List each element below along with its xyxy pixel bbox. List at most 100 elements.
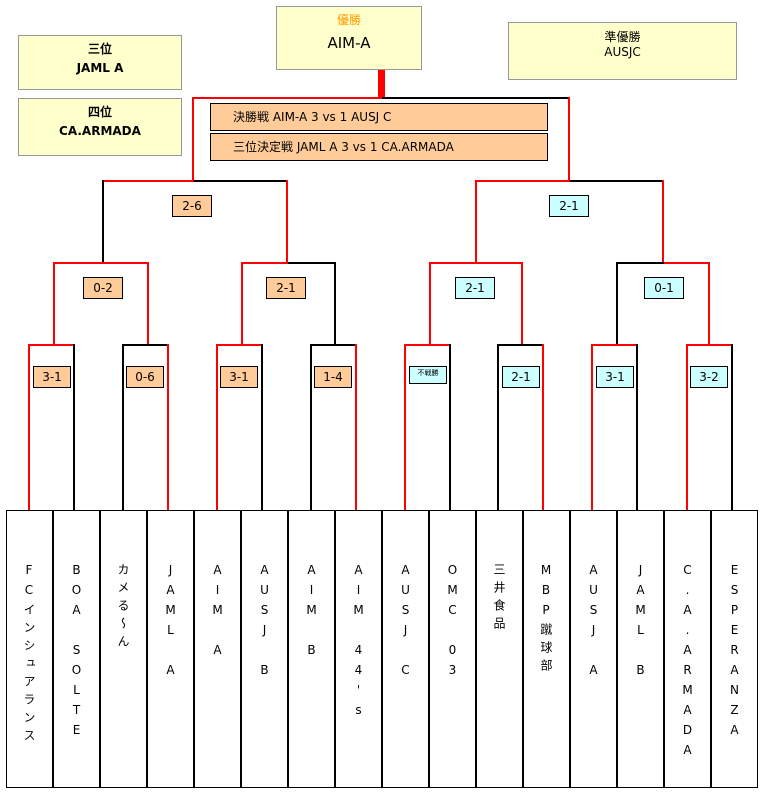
qf3-h2 (477, 262, 523, 264)
score-r1-3: 3-1 (220, 366, 258, 388)
team-name: カメる～ん (116, 563, 130, 653)
team-name: AUSJ A (586, 563, 601, 683)
score-qf-3: 2-1 (455, 277, 495, 299)
team-cell: ESPERANZA (711, 510, 758, 788)
sf-right-v2 (662, 180, 664, 264)
team-name: C.A.ARMADA (680, 563, 695, 763)
team-cell: AUSJ A (570, 510, 617, 788)
team-cell: AUSJ B (241, 510, 288, 788)
top-left-h-line (192, 97, 382, 99)
r1-2-h (122, 344, 168, 346)
r1-5-vr (449, 344, 451, 510)
sf-right-h1 (475, 180, 570, 182)
team-cell: AIM 44's (335, 510, 382, 788)
r1-8-vr (731, 344, 733, 510)
r1-1-vl (28, 344, 30, 510)
qf2-v1 (241, 262, 243, 346)
team-cell: 三井食品 (476, 510, 523, 788)
sf-left-v1 (102, 180, 104, 264)
team-cell: JAML B (617, 510, 664, 788)
top-left-v-line (192, 97, 194, 181)
team-name: ESPERANZA (727, 563, 742, 743)
third-name: JAML A (76, 61, 124, 75)
r1-4-h (310, 344, 356, 346)
team-cell: AIM B (288, 510, 335, 788)
score-qf-4: 0-1 (644, 277, 684, 299)
r1-3-vr (261, 344, 263, 510)
sf-left-v2 (286, 180, 288, 264)
top-right-v-line (568, 97, 570, 181)
team-name: BOA SOLTE (69, 563, 84, 743)
qf3-v2 (521, 262, 523, 346)
r1-8-vl (686, 344, 688, 510)
qf4-v1 (616, 262, 618, 346)
qf1-v2 (147, 262, 149, 346)
qf2-h2 (288, 262, 336, 264)
score-qf-2: 2-1 (266, 277, 306, 299)
team-cell: AIM A (194, 510, 241, 788)
team-name: OMC 03 (445, 563, 460, 683)
sf-left-h1 (102, 180, 194, 182)
third-place-result: 三位決定戦 JAML A 3 vs 1 CA.ARMADA (210, 133, 548, 161)
score-qf-1: 0-2 (83, 277, 123, 299)
score-r1-5: 不戦勝 (409, 366, 447, 384)
team-name: JAML A (163, 563, 178, 683)
score-r1-7: 3-1 (596, 366, 634, 388)
team-name: AUSJ B (257, 563, 272, 683)
team-name: MBP蹴球部 (539, 563, 553, 677)
fourth-name: CA.ARMADA (59, 124, 141, 138)
r1-4-vr (355, 344, 357, 510)
team-cell: C.A.ARMADA (664, 510, 711, 788)
score-sf-right: 2-1 (549, 195, 589, 217)
score-r1-2: 0-6 (126, 366, 164, 388)
r1-6-vl (497, 344, 499, 510)
sf-left-h2 (194, 180, 288, 182)
runner-up-label: 準優勝 (604, 30, 641, 44)
winner-box: 優勝 AIM-A (276, 6, 422, 70)
third-label: 三位 (87, 42, 112, 56)
team-name: AUSJ C (398, 563, 413, 683)
r1-4-vl (310, 344, 312, 510)
fourth-label: 四位 (87, 105, 112, 119)
r1-1-vr (73, 344, 75, 510)
r1-5-h (404, 344, 450, 346)
r1-7-vr (636, 344, 638, 510)
qf4-v2 (708, 262, 710, 346)
r1-5-vl (404, 344, 406, 510)
score-sf-left: 2-6 (172, 195, 212, 217)
runner-up-name: AUSJC (604, 45, 641, 59)
winner-name: AIM-A (327, 34, 371, 52)
r1-1-h (28, 344, 74, 346)
team-cell: カメる～ん (100, 510, 147, 788)
team-cell: BOA SOLTE (53, 510, 100, 788)
team-cell: MBP蹴球部 (523, 510, 570, 788)
qf1-h-red2 (103, 262, 149, 264)
score-r1-6: 2-1 (502, 366, 540, 388)
r1-7-h (591, 344, 637, 346)
r1-3-vl (216, 344, 218, 510)
qf1-v1 (53, 262, 55, 346)
score-r1-1: 3-1 (33, 366, 71, 388)
r1-3-h (216, 344, 262, 346)
team-name: AIM B (304, 563, 319, 663)
team-cell: FCインシュアランス (6, 510, 53, 788)
team-cell: AUSJ C (382, 510, 429, 788)
team-name: FCインシュアランス (22, 563, 36, 747)
team-cell: JAML A (147, 510, 194, 788)
r1-8-h (686, 344, 732, 346)
r1-2-vr (167, 344, 169, 510)
qf4-h2 (664, 262, 710, 264)
r1-6-vr (542, 344, 544, 510)
score-r1-8: 3-2 (690, 366, 728, 388)
score-r1-4: 1-4 (314, 366, 352, 388)
team-name: JAML B (633, 563, 648, 683)
team-name: AIM 44's (351, 563, 366, 723)
r1-7-vl (591, 344, 593, 510)
runner-up-box: 準優勝 AUSJC (508, 22, 737, 80)
fourth-box: 四位 CA.ARMADA (18, 98, 182, 156)
sf-right-v1 (475, 180, 477, 264)
top-right-h-line (382, 97, 570, 99)
sf-right-h2 (570, 180, 664, 182)
qf2-h1 (241, 262, 288, 264)
team-name: 三井食品 (492, 563, 506, 635)
